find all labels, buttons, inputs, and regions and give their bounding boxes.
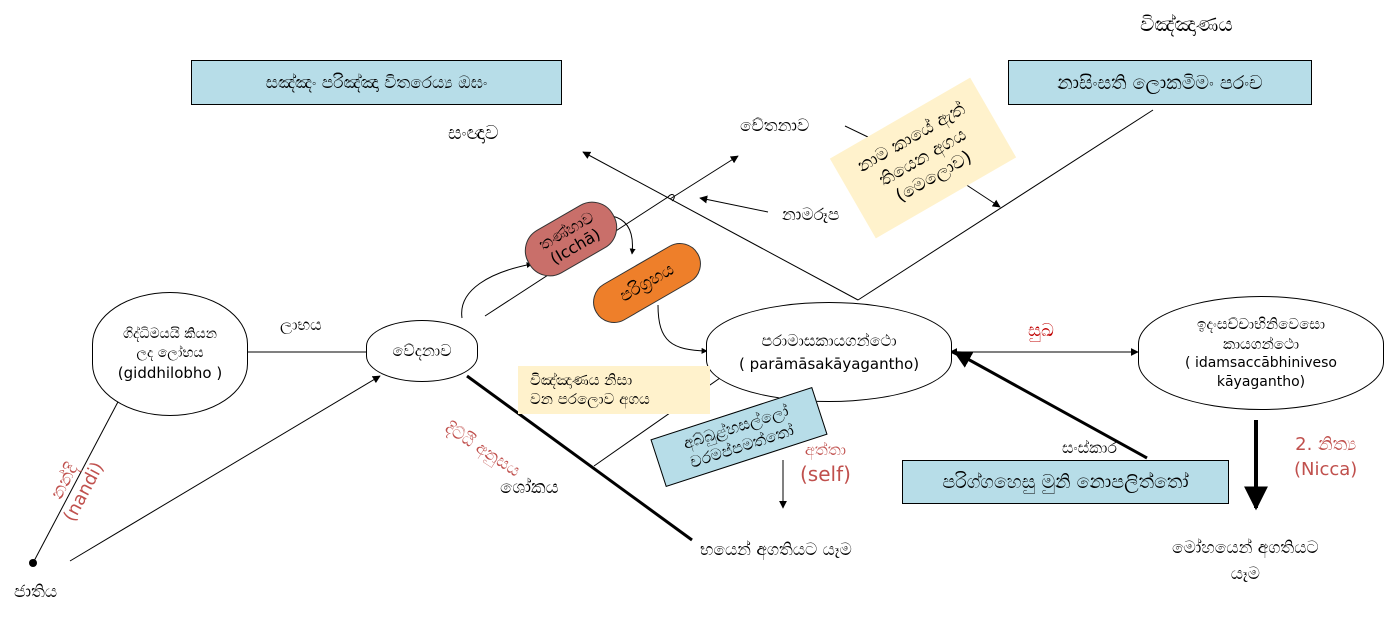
node-vedanava: වේදනාව — [366, 320, 478, 382]
node-idam-line1: ඉදංසච්චාභිනිවෙසො — [1196, 314, 1326, 333]
node-giddhi-line2: ලද ලෝභය — [136, 344, 204, 361]
node-vedanava-text: වේදනාව — [392, 341, 452, 360]
box-paraloka-line1: විඤ්ඤාණය නිසා — [530, 370, 633, 389]
label-sankhara: සංස්කාර — [1062, 438, 1117, 457]
label-shokaya: ශෝකය — [500, 477, 559, 498]
node-paramasa-line2: ( parāmāsakāyagantho) — [738, 354, 920, 373]
node-idam: ඉදංසච්චාභිනිවෙසො කායගන්ථො ( idamsaccābhi… — [1138, 296, 1384, 410]
arrow-namarupa — [699, 195, 769, 213]
box-sangnam-parinnaya: සඤ්ඤං පරිඤ්ඤා විතරෙය්‍ය ඔඝං — [191, 60, 562, 105]
curve-vedanava-tanha — [461, 262, 533, 319]
label-atta-line1: අත්තා — [804, 440, 847, 459]
box-paraloka-line2: වන පරලොව අගය — [530, 390, 650, 408]
node-giddhi-line1: ගිද්ධිමයයි කියන — [122, 325, 218, 342]
label-nicca-line1: 2. නිත්‍ය — [1295, 434, 1357, 455]
node-giddhi-lobho: ගිද්ධිමයයි කියන ලද ලෝභය (giddhilobho ) — [92, 292, 248, 416]
label-chethanava: චේතනාව — [740, 116, 810, 136]
box-pariggahesu-text: පරිග්ගහෙසු මුනි නොපලිත්තෝ — [942, 471, 1189, 493]
label-namarupa: නාමරූප — [782, 205, 840, 225]
label-labhaya: ලාභය — [280, 315, 322, 334]
node-idam-line3: ( idamsaccābhiniveso — [1185, 355, 1337, 372]
node-paramasa-line1: පරාමාසකායගන්ථො — [761, 330, 897, 350]
label-jathiya: ජාතිය — [14, 582, 58, 602]
box-sangnam-parinnaya-text: සඤ්ඤං පරිඤ්ඤා විතරෙය්‍ය ඔඝං — [265, 72, 488, 93]
arrow-jathiya-vedanava — [69, 375, 381, 562]
label-sangnava: සංඥාව — [448, 122, 499, 144]
label-bhayen: භයෙන් අගතියට යෑම — [700, 540, 852, 560]
line-vedanava-bhayen — [466, 374, 693, 542]
box-paraloka: විඤ්ඤාණය නිසා වන පරලොව අගය — [518, 366, 710, 414]
label-nicca: 2. නිත්‍ය (Nicca) — [1294, 432, 1357, 482]
node-giddhi-line3: (giddhilobho ) — [117, 363, 223, 382]
curve-pariggrahaya-paramasa — [657, 304, 708, 354]
box-pariggahesu: පරිග්ගහෙසු මුනි නොපලිත්තෝ — [902, 460, 1229, 504]
node-idam-line4: kāyagantho) — [1216, 374, 1306, 391]
box-nasimsati: නාසිංසති ලොකමිමං පරංච — [1008, 60, 1312, 105]
arrow-to-sangnava — [582, 151, 859, 301]
label-nicca-line2: (Nicca) — [1294, 459, 1358, 481]
line-vinnana-paramasa — [857, 109, 1154, 301]
label-mohayen-line1: මෝහයෙන් අගතියට — [1172, 538, 1319, 558]
line-chethanava — [844, 125, 871, 139]
label-mohayen-line2: යෑම — [1230, 563, 1260, 584]
label-vinnana-top: විඤ්ඤාණය — [1140, 12, 1233, 36]
arrow-sankhara — [953, 350, 1148, 460]
node-idam-line2: කායගන්ථො — [1222, 335, 1300, 354]
line-jathiya-giddhi — [32, 397, 121, 564]
dot-jathiya — [29, 559, 37, 567]
label-atta: අත්තා (self) — [800, 440, 851, 487]
label-suha: සුඛ — [1028, 320, 1054, 341]
label-atta-line2: (self) — [800, 461, 851, 486]
box-nasimsati-text: නාසිංසති ලොකමිමං පරංච — [1057, 71, 1263, 94]
arrow-nama-right — [961, 181, 1001, 208]
arrow-to-chethanava — [484, 156, 738, 317]
label-mohayen: මෝහයෙන් අගතියට යෑම — [1172, 536, 1319, 587]
curve-tanha-pariggrahaya — [611, 215, 636, 255]
node-paramasa: පරාමාසකායගන්ථො ( parāmāsakāyagantho) — [706, 302, 952, 402]
